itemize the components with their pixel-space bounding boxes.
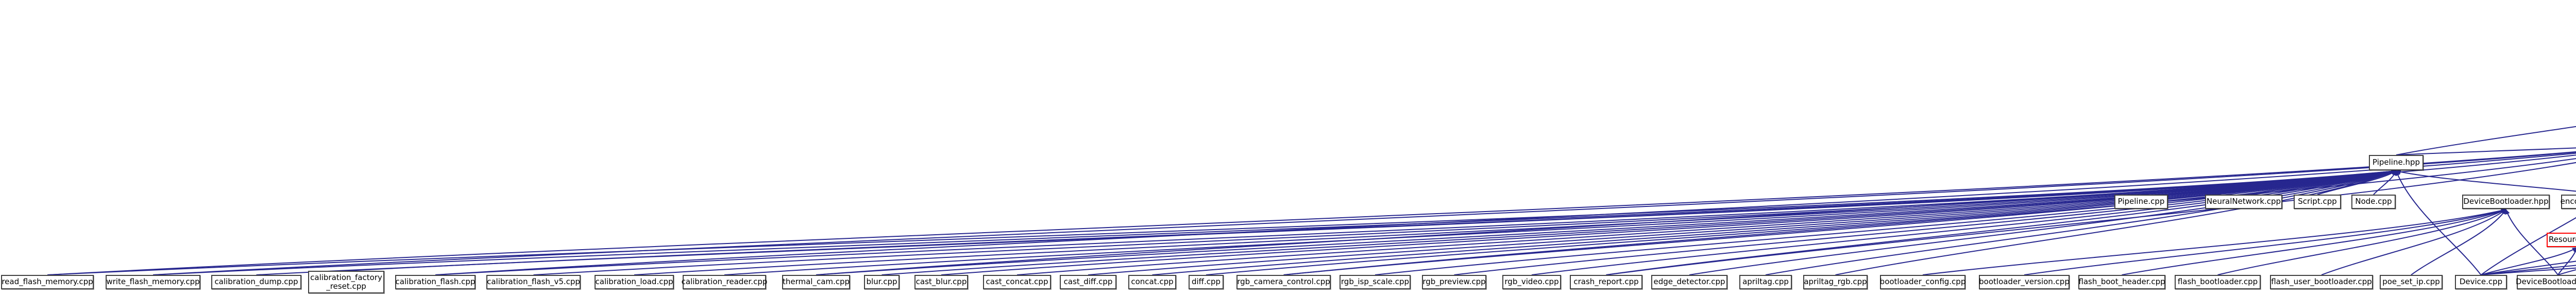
node-castblur[interactable]: cast_blur.cpp [914,275,968,289]
edge-crash-to-pipelinehpp [1606,170,2397,275]
edge-devicecpp-to-devicehpp [2480,217,2576,275]
node-scriptcpp[interactable]: Script.cpp [2294,195,2341,209]
edge-castdiff-to-pipelinehpp [1088,169,2397,275]
node-cflash[interactable]: calibration_flash.cpp [395,275,476,289]
edge-castblur-to-pipelinehpp [941,169,2397,275]
node-concat[interactable]: concat.cpp [1128,275,1176,289]
node-dbootcpp[interactable]: DeviceBootloader.cpp [2516,275,2576,289]
edge-devicecpp-to-reshpp [2481,247,2576,275]
edge-rgbcam-to-devicehpp [1283,158,2576,275]
edge-pipelinehpp-to-devicehpp [2396,147,2576,155]
edge-fuserboot-to-dbloaderhpp [2321,209,2506,275]
node-devicecpp[interactable]: Device.cpp [2455,275,2507,289]
edge-concat-to-pipelinehpp [1152,169,2397,275]
edge-blur-to-pipelinehpp [882,169,2397,275]
node-rgbprev[interactable]: rgb_preview.cpp [1422,275,1486,289]
node-creader[interactable]: calibration_reader.cpp [682,275,767,289]
edge-rgbprev-to-pipelinehpp [1454,169,2397,275]
node-apriltagrgb[interactable]: apriltag_rgb.cpp [1803,275,1868,289]
edge-creader-to-pipelinehpp [724,169,2397,275]
node-blur[interactable]: blur.cpp [864,275,900,289]
edge-thermal-to-devicehpp [816,154,2576,275]
node-bversion[interactable]: bootloader_version.cpp [1979,275,2070,289]
node-nncpp[interactable]: NeuralNetwork.cpp [2205,195,2282,209]
edge-nncpp-to-pipelinehpp [2243,170,2397,195]
edge-bversion-to-dbloaderhpp [2024,208,2506,275]
edge-dbootcpp-to-logginghpp [2557,269,2576,275]
edge-devicecpp-to-logginghpp [2481,260,2576,275]
edge-nodecpp-to-pipelinehpp [2373,170,2397,195]
edge-poe-to-dbloaderhpp [2411,209,2506,275]
node-bconfig[interactable]: bootloader_config.cpp [1880,275,1965,289]
edge-pipelinecpp-to-pipelinehpp [2141,169,2397,195]
edge-thermal-to-pipelinehpp [816,169,2397,275]
edge-scriptcpp-to-pipelinehpp [2317,170,2397,195]
node-fuserboot[interactable]: flash_user_bootloader.cpp [2270,275,2373,289]
node-fbheader[interactable]: flash_boot_header.cpp [2078,275,2165,289]
edge-cfactory-to-pipelinehpp [346,169,2397,271]
node-rfm[interactable]: read_flash_memory.cpp [1,275,94,289]
node-wfm[interactable]: write_flash_memory.cpp [106,275,200,289]
node-fbootloader[interactable]: flash_bootloader.cpp [2175,275,2261,289]
edge-cload-to-pipelinehpp [634,169,2397,275]
node-diff[interactable]: diff.cpp [1189,275,1224,289]
edge-apriltagrgb-to-pipelinehpp [1835,170,2397,275]
node-apriltag[interactable]: apriltag.cpp [1739,275,1792,289]
node-rgbisp[interactable]: rgb_isp_scale.cpp [1340,275,1411,289]
node-edgedet[interactable]: edge_detector.cpp [1651,275,1727,289]
node-cdump[interactable]: calibration_dump.cpp [211,275,301,289]
node-crash[interactable]: crash_report.cpp [1570,275,1642,289]
node-nodecpp[interactable]: Node.cpp [2351,195,2396,209]
node-thermal[interactable]: thermal_cam.cpp [782,275,850,289]
edge-fbheader-to-dbloaderhpp [2122,208,2506,275]
node-encframe[interactable]: encoded_frame_test.cpp [2561,195,2576,209]
edge-fbootloader-to-dbloaderhpp [2217,209,2506,275]
node-castdiff[interactable]: cast_diff.cpp [1060,275,1116,289]
edge-wfm-to-pipelinehpp [152,169,2397,275]
node-pipelinecpp[interactable]: Pipeline.cpp [2114,195,2168,209]
node-dbloaderhpp[interactable]: DeviceBootloader.hpp [2462,195,2550,209]
edge-pipelinehpp-to-boardhpp [2396,126,2576,155]
edge-cflashv5-to-pipelinehpp [533,169,2397,275]
edge-rgbcam-to-pipelinehpp [1283,169,2397,275]
edge-bconfig-to-dbloaderhpp [1922,208,2506,275]
node-reshpp[interactable]: Resources.hpp [2547,233,2576,247]
edge-encframe-to-pipelinehpp [2396,169,2576,192]
edge-devicecpp-to-pipelinehpp [2396,170,2482,275]
edge-rgbvideo-to-pipelinehpp [1531,169,2397,275]
edge-crash-to-devicehpp [1606,162,2576,275]
edge-rfm-to-pipelinehpp [47,169,2397,275]
node-rgbcam[interactable]: rgb_camera_control.cpp [1236,275,1331,289]
node-poe[interactable]: poe_set_ip.cpp [2380,275,2443,289]
node-cflashv5[interactable]: calibration_flash_v5.cpp [486,275,581,289]
node-pipelinehpp[interactable]: Pipeline.hpp [2369,155,2424,170]
node-cfactory[interactable]: calibration_factory _reset.cpp [308,271,384,293]
edge-castconcat-to-pipelinehpp [1016,169,2397,275]
edge-devicecpp-to-xlinkhpp [2481,267,2576,275]
edge-devicecpp-to-logcollhpp [2481,265,2576,275]
node-cload[interactable]: calibration_load.cpp [595,275,674,289]
edge-diff-to-pipelinehpp [1206,169,2397,275]
node-castconcat[interactable]: cast_concat.cpp [983,275,1051,289]
edge-apriltag-to-pipelinehpp [1765,170,2397,275]
edge-cflash-to-pipelinehpp [435,169,2397,275]
node-rgbvideo[interactable]: rgb_video.cpp [1502,275,1561,289]
edge-edgedet-to-pipelinehpp [1689,170,2397,275]
